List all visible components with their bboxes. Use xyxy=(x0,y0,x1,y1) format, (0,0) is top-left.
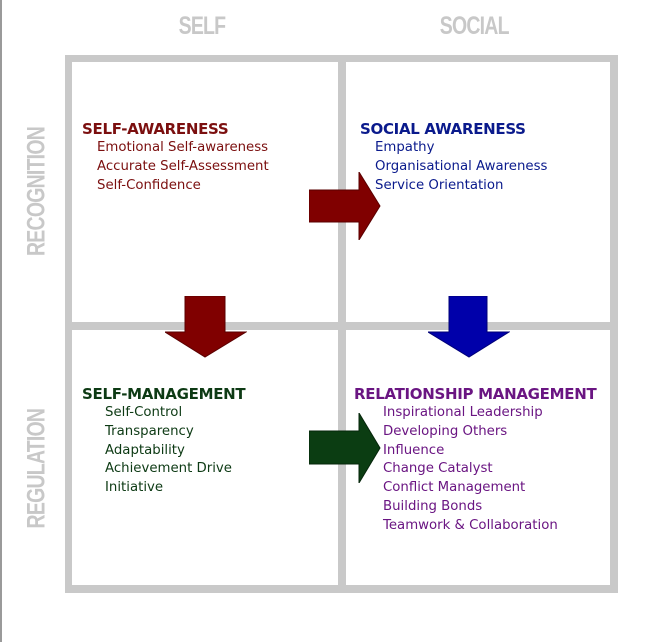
arrow-right-icon xyxy=(309,172,381,240)
arrow-down-icon xyxy=(165,296,247,358)
list-item: Self-Control xyxy=(105,405,183,420)
row-header-regulation: REGULATION xyxy=(22,408,51,529)
list-item: Adaptability xyxy=(105,442,185,458)
social-awareness-title: SOCIAL AWARENESS xyxy=(360,120,526,138)
column-header-self: SELF xyxy=(178,12,227,40)
list-item: Transparency xyxy=(105,423,194,439)
list-item: Service Orientation xyxy=(375,177,504,193)
column-header-social: SOCIAL xyxy=(439,12,510,40)
relationship-management-title: RELATIONSHIP MANAGEMENT xyxy=(354,385,597,403)
quadrant-grid xyxy=(65,55,618,593)
list-item: Change Catalyst xyxy=(383,461,493,477)
list-item: Self-Confidence xyxy=(97,177,201,193)
arrow-down-icon xyxy=(428,296,510,358)
list-item: Teamwork & Collaboration xyxy=(383,517,558,533)
quadrant-self-awareness xyxy=(72,62,338,322)
row-header-recognition: RECOGNITION xyxy=(22,126,51,256)
quadrant-social-awareness xyxy=(346,62,610,322)
list-item: Influence xyxy=(383,442,445,458)
quadrant-relationship-management xyxy=(346,330,610,585)
list-item: Developing Others xyxy=(383,423,508,439)
self-management-list: Self-Control Transparency Adaptability A… xyxy=(105,404,232,498)
relationship-management-list: Inspirational Leadership Developing Othe… xyxy=(383,404,558,536)
list-item: Organisational Awareness xyxy=(375,158,548,174)
list-item: Emotional Self-awareness xyxy=(97,140,269,155)
arrow-right-icon xyxy=(309,413,381,483)
self-management-title: SELF-MANAGEMENT xyxy=(82,385,246,403)
quadrant-self-management xyxy=(72,330,338,585)
list-item: Inspirational Leadership xyxy=(383,405,543,420)
list-item: Initiative xyxy=(105,480,164,496)
list-item: Conflict Management xyxy=(383,480,526,496)
left-border-rule xyxy=(0,0,2,642)
list-item: Accurate Self-Assessment xyxy=(97,158,269,174)
list-item: Empathy xyxy=(375,140,435,155)
list-item: Achievement Drive xyxy=(105,461,232,477)
self-awareness-list: Emotional Self-awareness Accurate Self-A… xyxy=(97,139,269,195)
social-awareness-list: Empathy Organisational Awareness Service… xyxy=(375,139,547,195)
self-awareness-title: SELF-AWARENESS xyxy=(82,120,229,138)
list-item: Building Bonds xyxy=(383,498,483,514)
